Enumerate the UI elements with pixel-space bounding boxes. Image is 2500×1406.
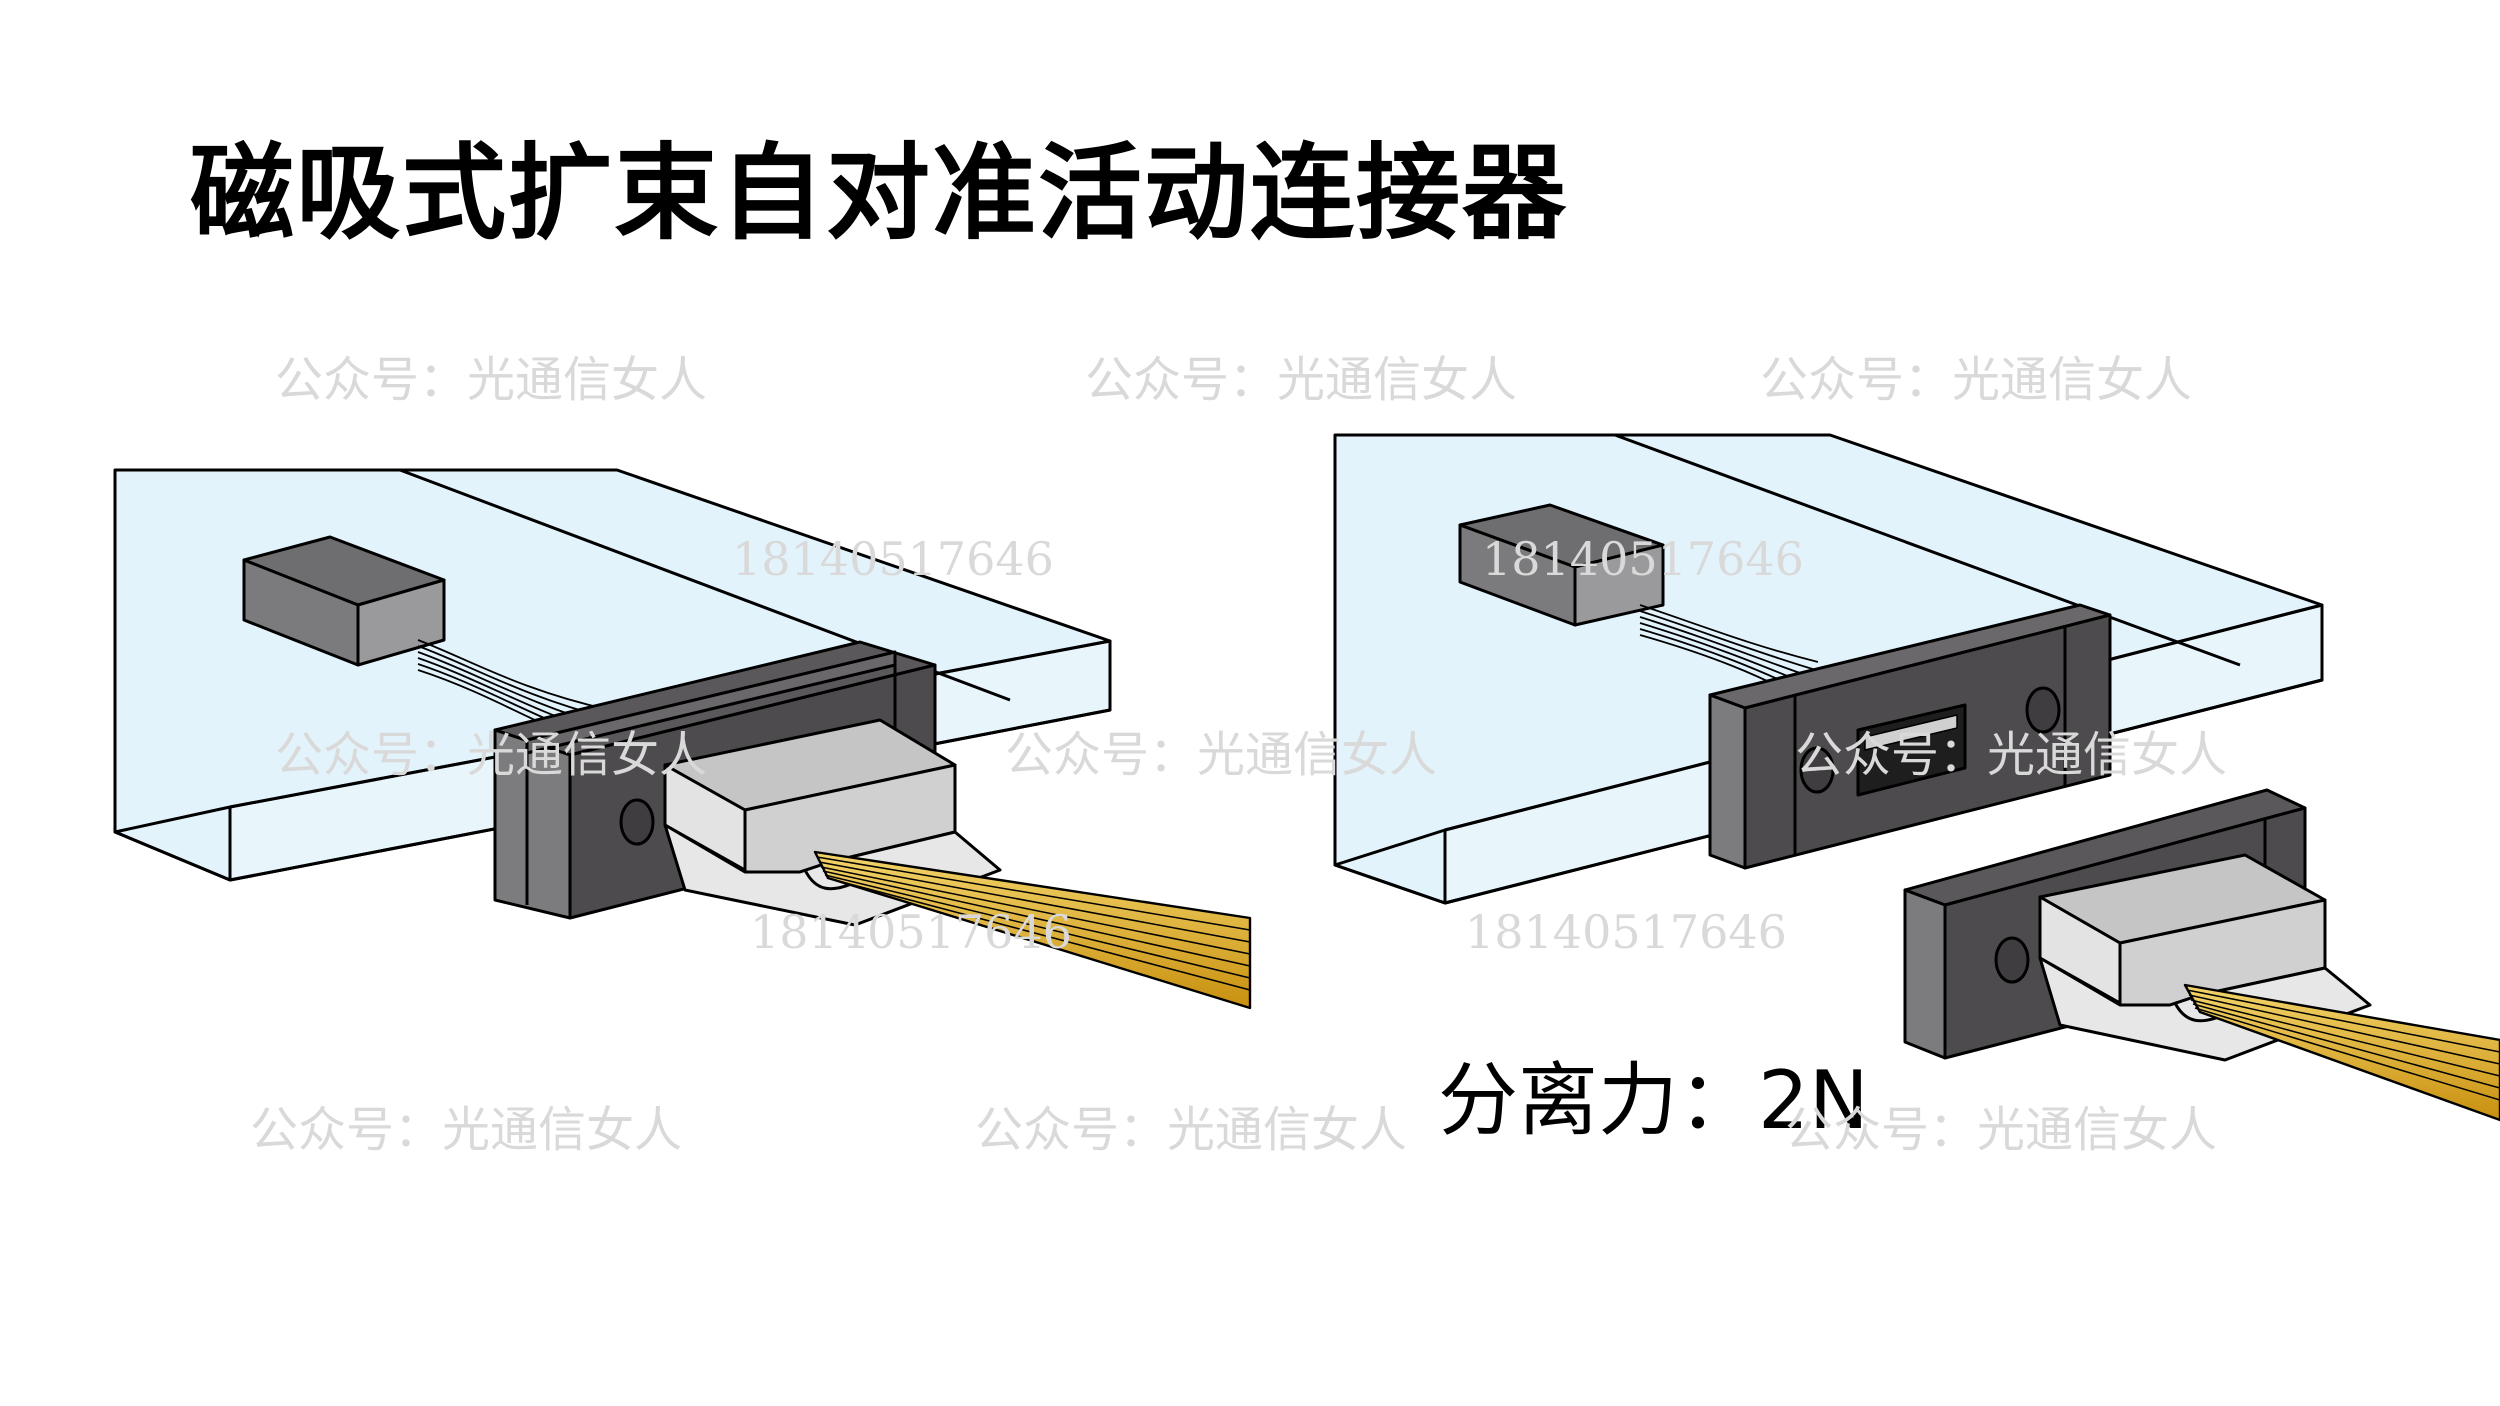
separation-force-label: 分离力：2N xyxy=(1438,1054,1869,1147)
optical-module-left xyxy=(242,535,446,667)
separated-assembly xyxy=(1333,433,2500,1122)
connected-assembly xyxy=(113,468,1252,1010)
ribbon-fiber-right xyxy=(2183,983,2500,1122)
receptacle-housing-right xyxy=(1708,603,2112,870)
ribbon-fiber-left xyxy=(813,850,1252,1010)
page-title: 磁吸式扩束自对准活动连接器 xyxy=(190,132,1569,254)
